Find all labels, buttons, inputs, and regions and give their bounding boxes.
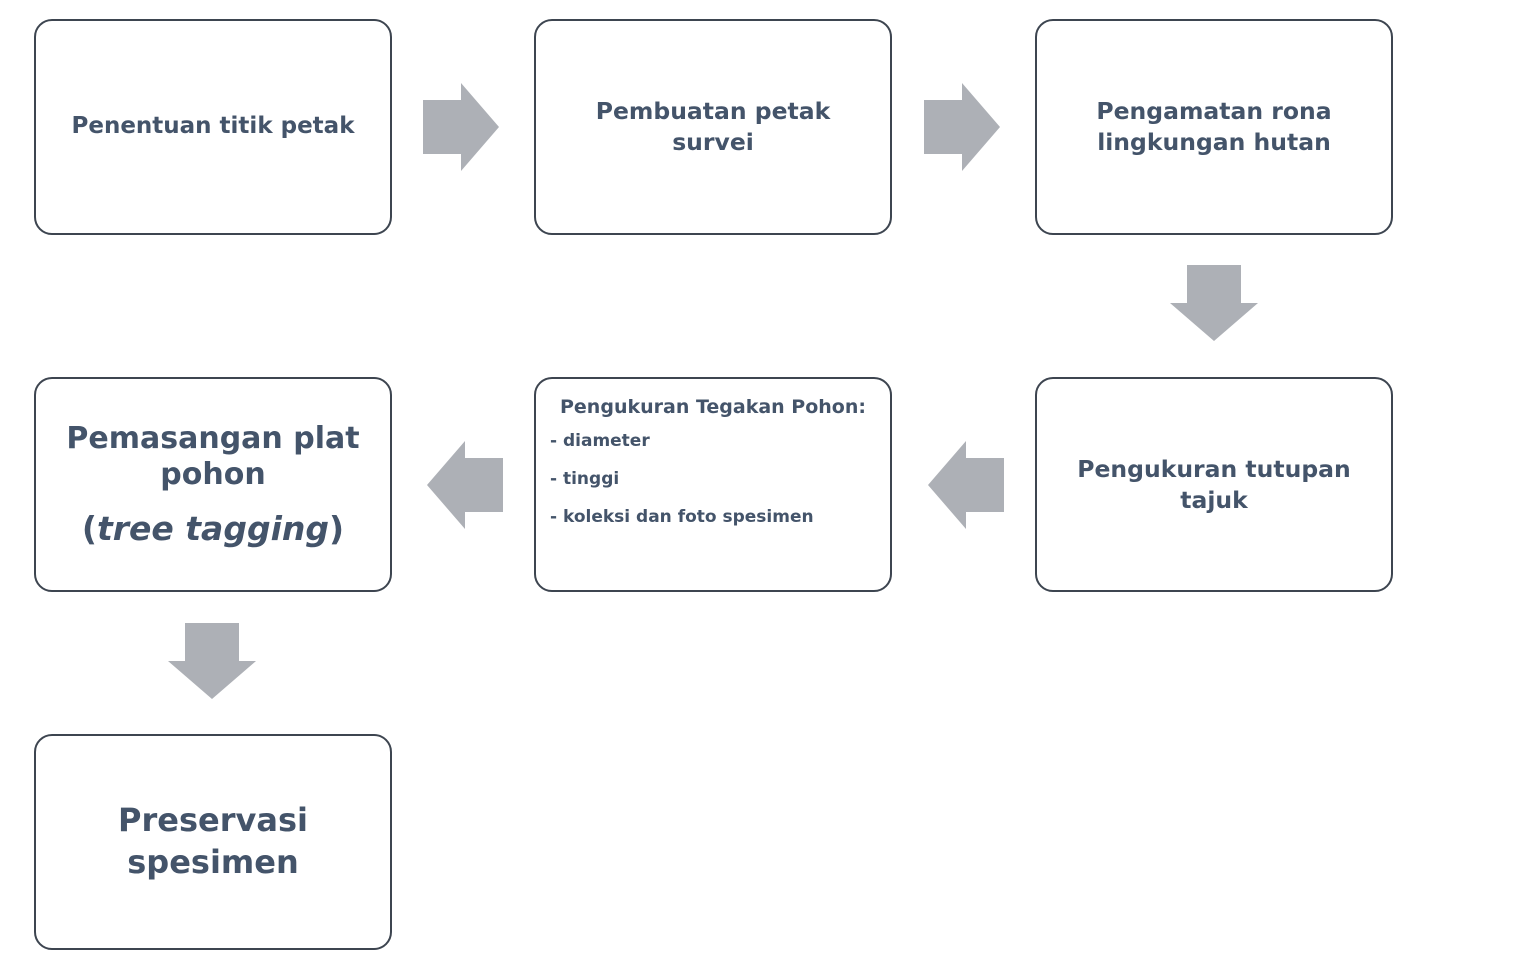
step-5-bullet: - koleksi dan foto spesimen [550,507,814,528]
step-2-label: Pembuatan petak survei [595,97,831,156]
step-5-bullet: - diameter [550,430,650,451]
step-3-box: Pengamatan rona lingkungan hutan [1035,19,1393,235]
step-1-label: Penentuan titik petak [71,113,355,140]
step-4-box: Pengukuran tutupan tajuk [1035,377,1393,592]
step-2-box: Pembuatan petak survei [534,19,892,235]
step-7-label: Preservasi spesimen [118,801,308,881]
arrow-right-icon [924,83,1000,171]
arrow-left-icon [928,441,1004,529]
step-1-box: Penentuan titik petak [34,19,392,235]
arrow-left-icon [427,441,503,529]
step-5-box: Pengukuran Tegakan Pohon: - diameter - t… [534,377,892,592]
step-5-heading: Pengukuran Tegakan Pohon: [560,396,866,418]
step-3-label: Pengamatan rona lingkungan hutan [1096,97,1332,156]
step-5-bullet-list: - diameter - tinggi - koleksi dan foto s… [550,431,880,546]
arrow-right-icon [423,83,499,171]
step-6-sublabel: (tree tagging) [82,509,344,549]
step-4-label: Pengukuran tutupan tajuk [1077,454,1351,514]
step-6-label: Pemasangan plat pohon [66,420,360,492]
step-6-paren-close: ) [329,508,345,548]
arrow-down-icon [1170,265,1258,341]
step-6-italic-term: tree tagging [96,508,329,548]
step-7-box: Preservasi spesimen [34,734,392,950]
step-6-paren-open: ( [81,508,97,548]
arrow-down-icon [168,623,256,699]
step-6-box: Pemasangan plat pohon (tree tagging) [34,377,392,592]
step-5-bullet: - tinggi [550,469,620,490]
